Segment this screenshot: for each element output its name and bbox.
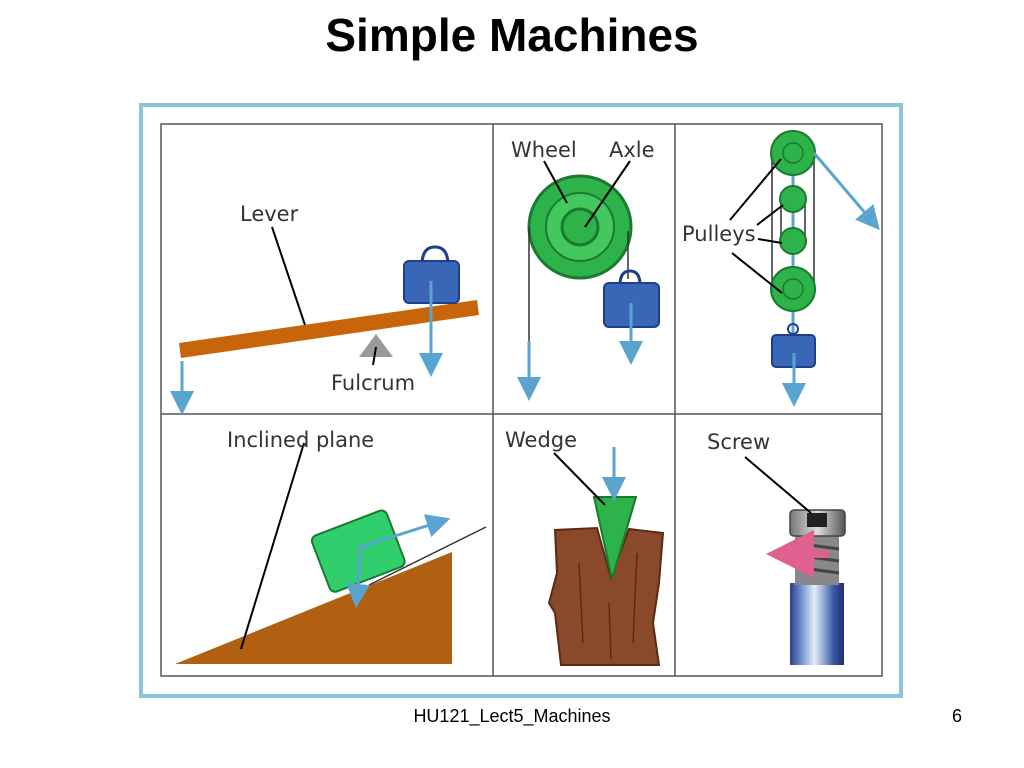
inclined-plane-panel: Inclined plane bbox=[175, 428, 487, 664]
page-title: Simple Machines bbox=[325, 9, 699, 61]
ramp-effort-arrow bbox=[356, 514, 451, 550]
ramp-surface-line bbox=[368, 526, 487, 586]
lever-weight-handle bbox=[420, 245, 450, 266]
lever-label: Lever bbox=[240, 202, 299, 226]
pulley-effort-arrow bbox=[812, 152, 880, 231]
fulcrum-label: Fulcrum bbox=[331, 371, 415, 395]
pulleys-panel: Pulleys bbox=[682, 130, 880, 407]
simple-machines-figure: Lever Fulcrum Wheel Axle bbox=[139, 103, 903, 698]
lever-bar bbox=[179, 300, 479, 358]
pulley-2 bbox=[779, 185, 807, 213]
ramp-weight-arrow bbox=[346, 547, 370, 608]
axle-weight-handle bbox=[618, 269, 642, 286]
wheel-axle-panel: Wheel Axle bbox=[511, 138, 660, 401]
axle-label: Axle bbox=[609, 138, 655, 162]
pulley-1 bbox=[770, 130, 816, 176]
wheel-label: Wheel bbox=[511, 138, 577, 162]
lever-panel: Lever Fulcrum bbox=[170, 202, 479, 415]
pulley-3 bbox=[779, 227, 807, 255]
wedge-label: Wedge bbox=[505, 428, 577, 452]
page-number: 6 bbox=[951, 706, 962, 726]
pulleys-label: Pulleys bbox=[682, 222, 756, 246]
wedge-panel: Wedge bbox=[505, 428, 665, 666]
panel-grid-border bbox=[160, 123, 883, 677]
screw-shaft bbox=[790, 583, 844, 665]
axle bbox=[560, 207, 600, 247]
screw-panel: Screw bbox=[707, 430, 846, 665]
fulcrum-triangle bbox=[359, 334, 393, 357]
pulley-4 bbox=[770, 266, 816, 312]
screw-label: Screw bbox=[707, 430, 770, 454]
footer-text: HU121_Lect5_Machines bbox=[413, 706, 611, 726]
inclined-plane-label: Inclined plane bbox=[227, 428, 374, 452]
